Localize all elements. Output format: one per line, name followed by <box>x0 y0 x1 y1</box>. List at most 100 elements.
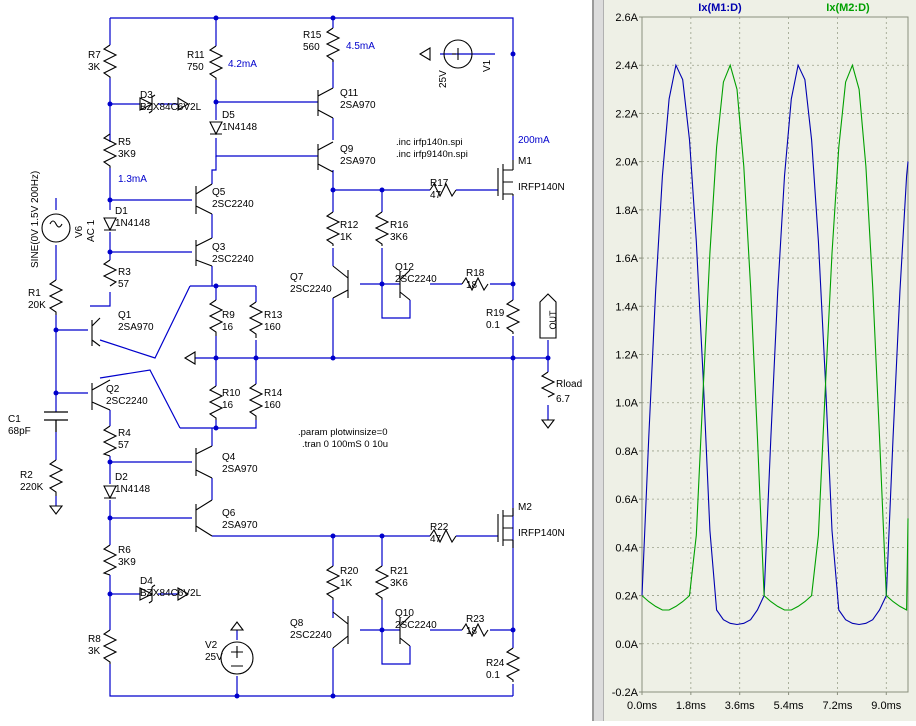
component-ref-d1[interactable]: D1 <box>115 206 128 217</box>
component-value-r22[interactable]: 47 <box>430 534 442 545</box>
component-value-d1[interactable]: 1N4148 <box>115 218 150 229</box>
component-ref-q9[interactable]: Q9 <box>340 144 354 155</box>
legend-entry[interactable]: Ix(M1:D) <box>698 2 742 14</box>
component-value-v2[interactable]: 25V <box>205 652 223 663</box>
component-value-q4[interactable]: 2SA970 <box>222 464 258 475</box>
component-ref-r19[interactable]: R19 <box>486 308 505 319</box>
component-ref-d4[interactable]: D4 <box>140 576 153 587</box>
component-ref-r23[interactable]: R23 <box>466 614 485 625</box>
pane-splitter[interactable] <box>592 0 604 721</box>
component-value-r4[interactable]: 57 <box>118 440 130 451</box>
component-ref-r5[interactable]: R5 <box>118 137 131 148</box>
component-value-r17[interactable]: 47 <box>430 190 442 201</box>
spice-directive-param[interactable]: .param plotwinsize=0 <box>298 427 388 438</box>
component-ref-r1[interactable]: R1 <box>28 288 41 299</box>
component-ref-r9[interactable]: R9 <box>222 310 235 321</box>
component-ref-r21[interactable]: R21 <box>390 566 409 577</box>
component-ref-r11[interactable]: R11 <box>187 50 205 61</box>
mosfet-value-m1[interactable]: IRFP140N <box>518 182 565 193</box>
component-value-r11[interactable]: 750 <box>187 62 204 73</box>
mosfet-ref-m1[interactable]: M1 <box>518 156 532 167</box>
component-value-d2[interactable]: 1N4148 <box>115 484 150 495</box>
component-value-r23[interactable]: 18 <box>466 626 478 637</box>
component-ref-q8[interactable]: Q8 <box>290 618 304 629</box>
component-ref-r18[interactable]: R18 <box>466 268 485 279</box>
component-ref-q2[interactable]: Q2 <box>106 384 120 395</box>
component-value-r24[interactable]: 0.1 <box>486 670 500 681</box>
component-value-r15[interactable]: 560 <box>303 42 320 53</box>
component-ref-d5[interactable]: D5 <box>222 110 235 121</box>
component-value-q8[interactable]: 2SC2240 <box>290 630 332 641</box>
component-value-r18[interactable]: 18 <box>466 280 478 291</box>
component-ref-r6[interactable]: R6 <box>118 545 131 556</box>
component-value-r20[interactable]: 1K <box>340 578 353 589</box>
spice-directive-inc-irfp140n[interactable]: .inc irfp140n.spi <box>396 137 463 148</box>
component-ref-q3[interactable]: Q3 <box>212 242 226 253</box>
component-value-q12[interactable]: 2SC2240 <box>395 274 437 285</box>
component-ref-r17[interactable]: R17 <box>430 178 449 189</box>
component-value-r7[interactable]: 3K <box>88 62 101 73</box>
component-value-q10[interactable]: 2SC2240 <box>395 620 437 631</box>
component-ref-r4[interactable]: R4 <box>118 428 131 439</box>
component-value-r14[interactable]: 160 <box>264 400 281 411</box>
component-value-r16[interactable]: 3K6 <box>390 232 408 243</box>
component-ref-r3[interactable]: R3 <box>118 267 131 278</box>
component-ref-r7[interactable]: R7 <box>88 50 101 61</box>
component-ref-r13[interactable]: R13 <box>264 310 283 321</box>
component-value-r6[interactable]: 3K9 <box>118 557 136 568</box>
component-value-r21[interactable]: 3K6 <box>390 578 408 589</box>
component-ref-r15[interactable]: R15 <box>303 30 322 41</box>
component-ref-r10[interactable]: R10 <box>222 388 241 399</box>
component-ref-c1[interactable]: C1 <box>8 414 21 425</box>
component-value-r8[interactable]: 3K <box>88 646 101 657</box>
component-ref-r22[interactable]: R22 <box>430 522 449 533</box>
spice-directive-inc-irfp9140n[interactable]: .inc irfp9140n.spi <box>396 149 468 160</box>
component-ref-q4[interactable]: Q4 <box>222 452 236 463</box>
component-ref-q10[interactable]: Q10 <box>395 608 414 619</box>
component-ref-q7[interactable]: Q7 <box>290 272 304 283</box>
component-value-r3[interactable]: 57 <box>118 279 130 290</box>
component-ref-q12[interactable]: Q12 <box>395 262 414 273</box>
spice-directive-tran[interactable]: .tran 0 100mS 0 10u <box>302 439 388 450</box>
component-ref-r20[interactable]: R20 <box>340 566 359 577</box>
component-ref-d2[interactable]: D2 <box>115 472 128 483</box>
component-value-d5[interactable]: 1N4148 <box>222 122 257 133</box>
component-value-r12[interactable]: 1K <box>340 232 353 243</box>
series-line-ix-m2-d[interactable] <box>641 63 909 611</box>
component-ref-r24[interactable]: R24 <box>486 658 505 669</box>
component-value-r1[interactable]: 20K <box>28 300 46 311</box>
component-ref-q6[interactable]: Q6 <box>222 508 236 519</box>
component-value-r9[interactable]: 16 <box>222 322 234 333</box>
component-ref-q11[interactable]: Q11 <box>340 88 359 99</box>
component-value-q9[interactable]: 2SA970 <box>340 156 376 167</box>
component-value-d3[interactable]: BZX84C6V2L <box>140 102 202 113</box>
mosfet-value-m2[interactable]: IRFP140N <box>518 528 565 539</box>
component-ref-r12[interactable]: R12 <box>340 220 359 231</box>
component-value-c1[interactable]: 68pF <box>8 426 31 437</box>
component-ref-v2[interactable]: V2 <box>205 640 218 651</box>
component-value-r10[interactable]: 16 <box>222 400 234 411</box>
component-value-q1[interactable]: 2SA970 <box>118 322 154 333</box>
component-ref-r16[interactable]: R16 <box>390 220 409 231</box>
mosfet-ref-m2[interactable]: M2 <box>518 502 532 513</box>
component-value-r13[interactable]: 160 <box>264 322 281 333</box>
component-value-r19[interactable]: 0.1 <box>486 320 500 331</box>
component-ref-d3[interactable]: D3 <box>140 90 153 101</box>
component-value-q2[interactable]: 2SC2240 <box>106 396 148 407</box>
component-ref-q5[interactable]: Q5 <box>212 187 226 198</box>
legend-entry[interactable]: Ix(M2:D) <box>826 2 870 14</box>
component-value-d4[interactable]: BZX84C6V2L <box>140 588 202 599</box>
component-value-r2[interactable]: 220K <box>20 482 44 493</box>
component-value-q11[interactable]: 2SA970 <box>340 100 376 111</box>
component-value-q7[interactable]: 2SC2240 <box>290 284 332 295</box>
component-value-q3[interactable]: 2SC2240 <box>212 254 254 265</box>
component-ref-r2[interactable]: R2 <box>20 470 33 481</box>
component-value-r5[interactable]: 3K9 <box>118 149 136 160</box>
component-ref-q1[interactable]: Q1 <box>118 310 132 321</box>
component-ref-r14[interactable]: R14 <box>264 388 283 399</box>
component-value-q5[interactable]: 2SC2240 <box>212 199 254 210</box>
component-value-q6[interactable]: 2SA970 <box>222 520 258 531</box>
series-line-ix-m1-d[interactable] <box>641 63 909 626</box>
